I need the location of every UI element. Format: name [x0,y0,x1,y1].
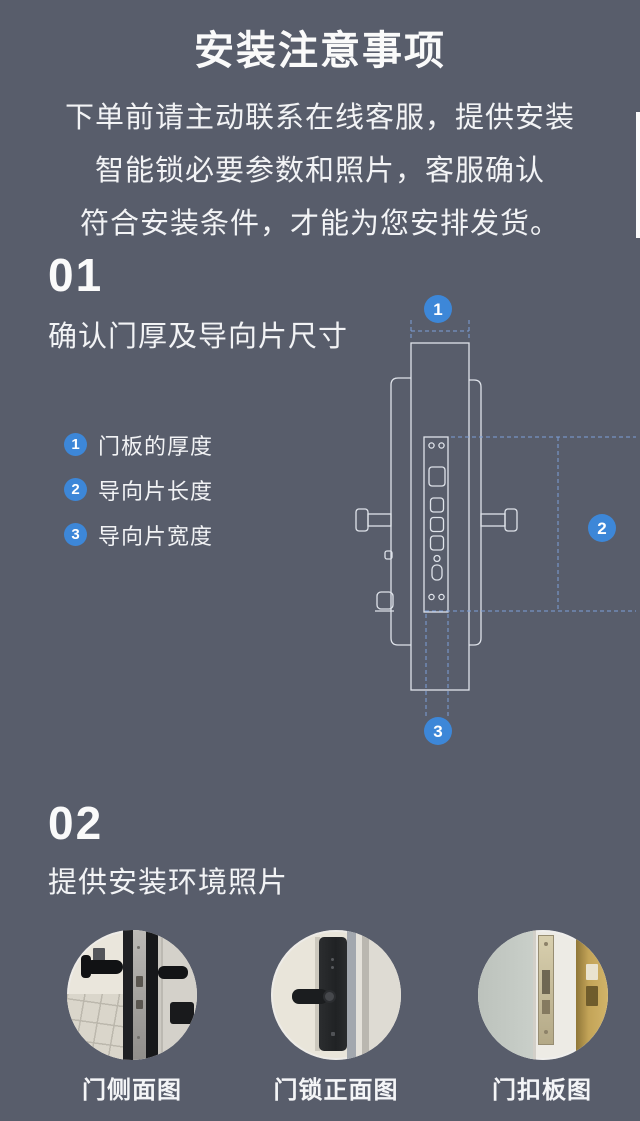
strike-screw [544,942,548,946]
door-lock-side-diagram: 1 2 3 [355,295,636,745]
front-handle [85,960,123,974]
plate-screw [428,593,435,601]
strike-plate-photo [478,930,608,1060]
door-edge-faceplate [133,930,146,1060]
rear-panel-outline [469,379,482,646]
intro-line: 下单前请主动联系在线客服，提供安装 [64,102,575,134]
svg-text:3: 3 [433,722,442,741]
legend-label: 导向片长度 [98,478,214,504]
plate-screw [428,442,435,449]
auxiliary-bolt-hole [431,564,443,581]
wall [369,930,401,1060]
door-side-photo [67,930,197,1060]
photo-label-strike-plate: 门扣板图 [492,1077,592,1104]
plate-hole [433,554,441,563]
fingerprint-sensor [323,990,336,1003]
strike-slot [542,1000,550,1014]
intro-paragraph: 下单前请主动联系在线客服，提供安装 智能锁必要参数和照片，客服确认 符合安装条件… [0,92,640,251]
svg-text:2: 2 [597,519,606,538]
right-handle-knob [504,508,518,532]
lock-body-rear [146,930,158,1060]
front-handle-end [81,955,91,978]
deadbolt-hole [429,516,445,533]
faceplate-slot [136,976,143,987]
door-panel [161,930,197,1060]
left-handle-knob [355,508,369,532]
callout-badge-2: 2 [588,514,616,542]
dimension-lines [410,320,636,716]
page-title: 安装注意事项 [194,29,446,73]
faceplate-screw [137,1036,140,1039]
section-01-heading: 确认门厚及导向片尺寸 [48,321,349,353]
background-object [586,964,598,980]
front-panel-outline [390,377,411,646]
section-02-heading: 提供安装环境照片 [48,867,289,899]
legend-item-guide-plate-width: 3 导向片宽度 [64,523,213,549]
faceplate-slot [136,1000,143,1009]
intro-line: 符合安装条件，才能为您安排发货。 [79,208,560,240]
callout-badge-1: 1 [424,295,452,323]
door-leaf [478,930,533,1060]
door-frame-strip [356,930,362,1060]
lock-body-front [123,930,133,1060]
legend-badge-1: 1 [64,433,87,456]
background-object [586,986,598,1006]
photo-label-lock-front: 门锁正面图 [273,1077,399,1104]
right-edge-artifact [636,112,640,238]
key-cylinder [384,550,393,560]
legend-item-door-thickness: 1 门板的厚度 [64,433,213,459]
door-edge-highlight [158,930,161,1060]
door-frame-strip [347,930,356,1060]
strike-slot [542,970,550,994]
lock-handle [292,989,328,1004]
intro-line: 智能锁必要参数和照片，客服确认 [94,155,545,187]
panel-indicator [331,958,334,961]
measurement-legend: 1 门板的厚度 2 导向片长度 3 导向片宽度 [64,433,213,568]
callout-badge-3: 3 [424,717,452,745]
plate-screw [438,593,445,601]
latch-bolt-hole [428,466,446,487]
legend-badge-3: 3 [64,523,87,546]
left-handle-shaft [367,513,392,527]
keyhole-cover [331,1032,335,1036]
panel-indicator [331,966,334,969]
section-01-number: 01 [48,249,104,301]
plate-screw [438,442,445,449]
lock-front-photo [271,930,401,1060]
section-02-number: 02 [48,797,104,849]
faceplate-screw [137,946,140,949]
frame-edge [533,930,536,1060]
guide-plate-outline [423,436,449,613]
legend-item-guide-plate-length: 2 导向片长度 [64,478,213,504]
right-handle-shaft [480,513,506,527]
legend-badge-2: 2 [64,478,87,501]
tiled-floor [67,994,125,1060]
strike-screw [544,1030,548,1034]
legend-label: 门板的厚度 [98,433,214,459]
door-slab-outline [410,342,470,691]
svg-text:1: 1 [433,300,442,319]
deadbolt-hole [429,535,445,551]
door-frame-strip [362,930,369,1060]
thumbturn [376,591,394,610]
deadbolt-hole [429,497,445,513]
rear-lock-lower-body [170,1002,194,1024]
legend-label: 导向片宽度 [98,523,214,549]
photo-label-door-side: 门侧面图 [82,1077,182,1104]
rear-handle [158,966,188,979]
